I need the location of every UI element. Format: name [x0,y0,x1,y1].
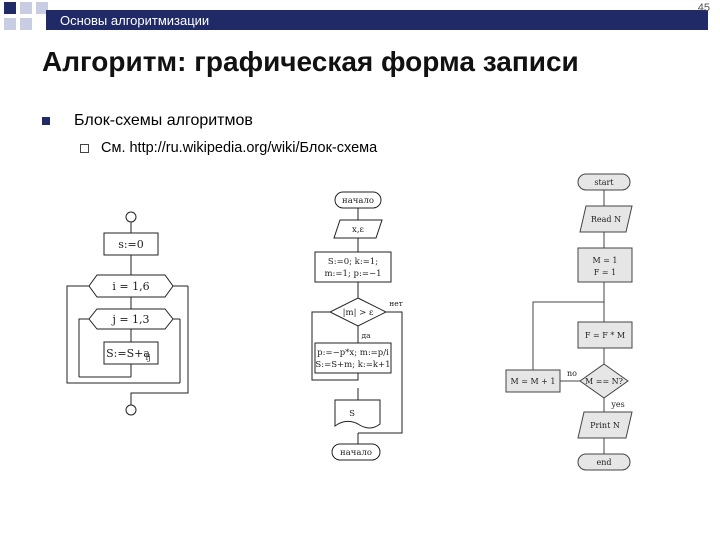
read-block [579,205,633,233]
multiply-block [577,321,633,349]
start-label: начало [342,196,374,206]
slide-number: 45 [697,2,710,14]
decor-square [4,2,16,14]
header-title: Основы алгоритмизации [60,13,210,28]
header-bar [46,10,708,30]
init-label-1: M = 1 [592,256,617,265]
output-document [334,399,381,429]
flowchart-nested-loops: s:=0 i = 1,6 j = 1,3 S:=S+a ij [66,211,189,416]
no-label: нет [389,299,403,308]
init-label-2: F = 1 [594,268,616,277]
input-block [333,219,383,239]
end-connector [125,404,137,416]
condition-label: |m| > ε [343,308,374,318]
init-block [577,247,633,283]
loop-body-block [314,342,392,374]
bullet-text: Блок-схемы алгоритмов [74,112,253,129]
start-connector [125,211,137,223]
body-label: S:=S+a [106,347,150,360]
start-label: start [594,178,614,187]
sub-bullet-text[interactable]: См. http://ru.wikipedia.org/wiki/Блок-сх… [101,140,378,156]
end-terminal [331,443,381,461]
loop-j-label: j = 1,3 [110,313,149,326]
sub-bullet-item: См. http://ru.wikipedia.org/wiki/Блок-сх… [80,140,377,156]
multiply-label: F = F * M [585,331,625,340]
condition-label: M == N? [585,377,623,386]
header-decoration [0,0,60,36]
hollow-square-bullet-icon [80,143,89,153]
flowchart-series-sum: начало x,ε S:=0; k:=1; m:=1; p:=−1 |m| >… [311,191,403,461]
assign-label: s:=0 [118,238,144,251]
input-label: x,ε [352,225,364,235]
end-terminal [577,453,631,471]
page-title: Алгоритм: графическая форма записи [42,46,579,77]
end-label: начало [340,448,372,458]
square-bullet-icon [42,117,50,125]
loop-body-label-1: p:=−p*x; m:=p/i [317,348,389,358]
init-block [314,251,392,283]
body-subscript: ij [145,353,150,362]
flowchart-factorial: start Read N M = 1 F = 1 F = F * M M == … [505,173,633,471]
decor-square [20,18,32,30]
increment-label: M = M + 1 [510,377,555,386]
bullet-item: Блок-схемы алгоритмов [42,112,253,130]
loop-i-label: i = 1,6 [112,280,149,293]
init-label-1: S:=0; k:=1; [328,257,378,267]
end-label: end [596,458,611,467]
yes-label: да [361,331,371,340]
yes-label: yes [610,400,624,409]
print-block [577,411,633,439]
read-label: Read N [591,215,621,224]
decor-square [20,2,32,14]
decor-square [4,18,16,30]
init-label-2: m:=1; p:=−1 [325,269,382,279]
loop-body-label-2: S:=S+m; k:=k+1 [315,360,390,370]
print-label: Print N [590,421,620,430]
no-label: no [567,369,577,378]
decor-square [36,2,48,14]
output-label: S [349,409,355,419]
